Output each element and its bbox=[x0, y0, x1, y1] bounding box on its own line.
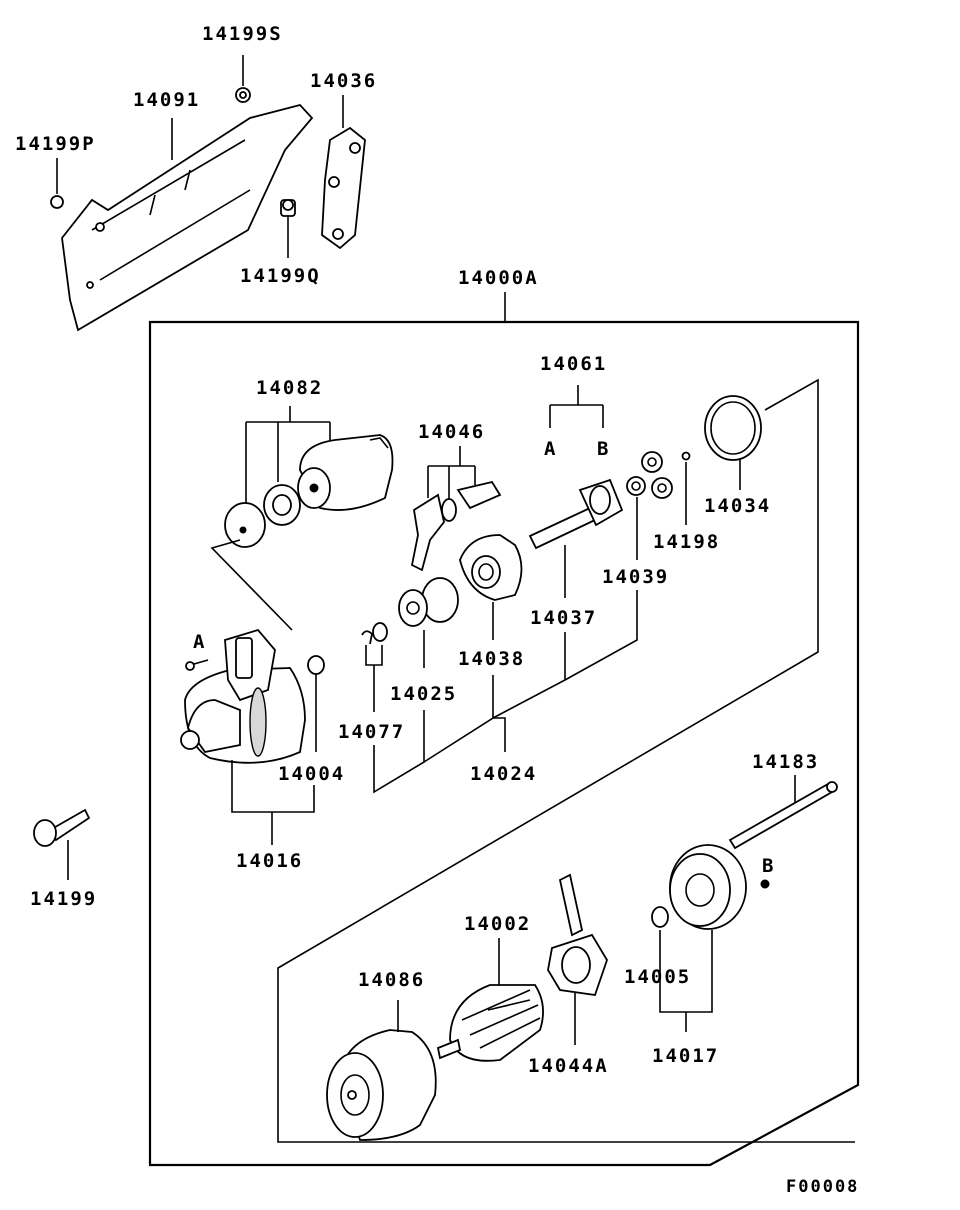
label-14034: 14034 bbox=[704, 495, 771, 517]
screw-b bbox=[760, 879, 770, 889]
bolt-a bbox=[185, 659, 209, 671]
clutch-14025 bbox=[398, 577, 459, 668]
label-14039: 14039 bbox=[602, 566, 669, 588]
label-14077: 14077 bbox=[338, 721, 405, 743]
brush-holder-14044A bbox=[547, 873, 608, 1045]
shaft-14037 bbox=[528, 478, 624, 598]
ball-14198 bbox=[681, 451, 691, 525]
front-housing-14016 bbox=[180, 628, 315, 845]
yoke-14086 bbox=[326, 1000, 437, 1141]
label-14037: 14037 bbox=[530, 607, 597, 629]
label-14046: 14046 bbox=[418, 421, 485, 443]
label-14036: 14036 bbox=[310, 70, 377, 92]
figure-code: F00008 bbox=[786, 1177, 859, 1197]
label-14017: 14017 bbox=[652, 1045, 719, 1067]
label-14002: 14002 bbox=[464, 913, 531, 935]
label-14199P: 14199P bbox=[15, 133, 96, 155]
ring-14034 bbox=[704, 395, 762, 490]
rear-bracket-14017 bbox=[659, 844, 747, 1032]
bushing-14005 bbox=[651, 906, 669, 928]
label-14091: 14091 bbox=[133, 89, 200, 111]
label-14199S: 14199S bbox=[202, 23, 283, 45]
label-14004: 14004 bbox=[278, 763, 345, 785]
marker-b-top: B bbox=[597, 438, 610, 460]
solenoid-14082 bbox=[210, 406, 394, 631]
assembly-boundary-14000A bbox=[148, 320, 860, 1167]
bracket-14036 bbox=[321, 95, 366, 250]
label-14198: 14198 bbox=[653, 531, 720, 553]
armature-14002 bbox=[436, 938, 544, 1062]
housing-14038 bbox=[459, 534, 523, 640]
subassembly-boundary bbox=[277, 378, 855, 1143]
label-14038: 14038 bbox=[458, 648, 525, 670]
label-14024: 14024 bbox=[470, 763, 537, 785]
bolt-14199S bbox=[235, 55, 251, 103]
through-bolt-14183 bbox=[728, 775, 838, 850]
label-14199Q: 14199Q bbox=[240, 265, 321, 287]
gears-14039 bbox=[626, 451, 673, 560]
marker-b-housing: B bbox=[762, 855, 775, 877]
bolt-14199Q bbox=[280, 199, 296, 258]
label-14061: 14061 bbox=[540, 353, 607, 375]
label-14183: 14183 bbox=[752, 751, 819, 773]
ring-14077 bbox=[361, 622, 388, 712]
label-14199: 14199 bbox=[30, 888, 97, 910]
bolt-14199 bbox=[33, 808, 91, 880]
label-14082: 14082 bbox=[256, 377, 323, 399]
marker-a-top: A bbox=[544, 438, 557, 460]
heat-shield-14091 bbox=[61, 103, 314, 332]
label-14000A: 14000A bbox=[458, 267, 539, 289]
label-14086: 14086 bbox=[358, 969, 425, 991]
label-14016: 14016 bbox=[236, 850, 303, 872]
lever-14046 bbox=[410, 446, 502, 572]
marker-a-solenoid: A bbox=[193, 631, 206, 653]
label-14025: 14025 bbox=[390, 683, 457, 705]
label-14005: 14005 bbox=[624, 966, 691, 988]
bolt-14199P bbox=[50, 158, 64, 209]
label-14044A: 14044A bbox=[528, 1055, 609, 1077]
bushing-14004 bbox=[307, 655, 325, 752]
